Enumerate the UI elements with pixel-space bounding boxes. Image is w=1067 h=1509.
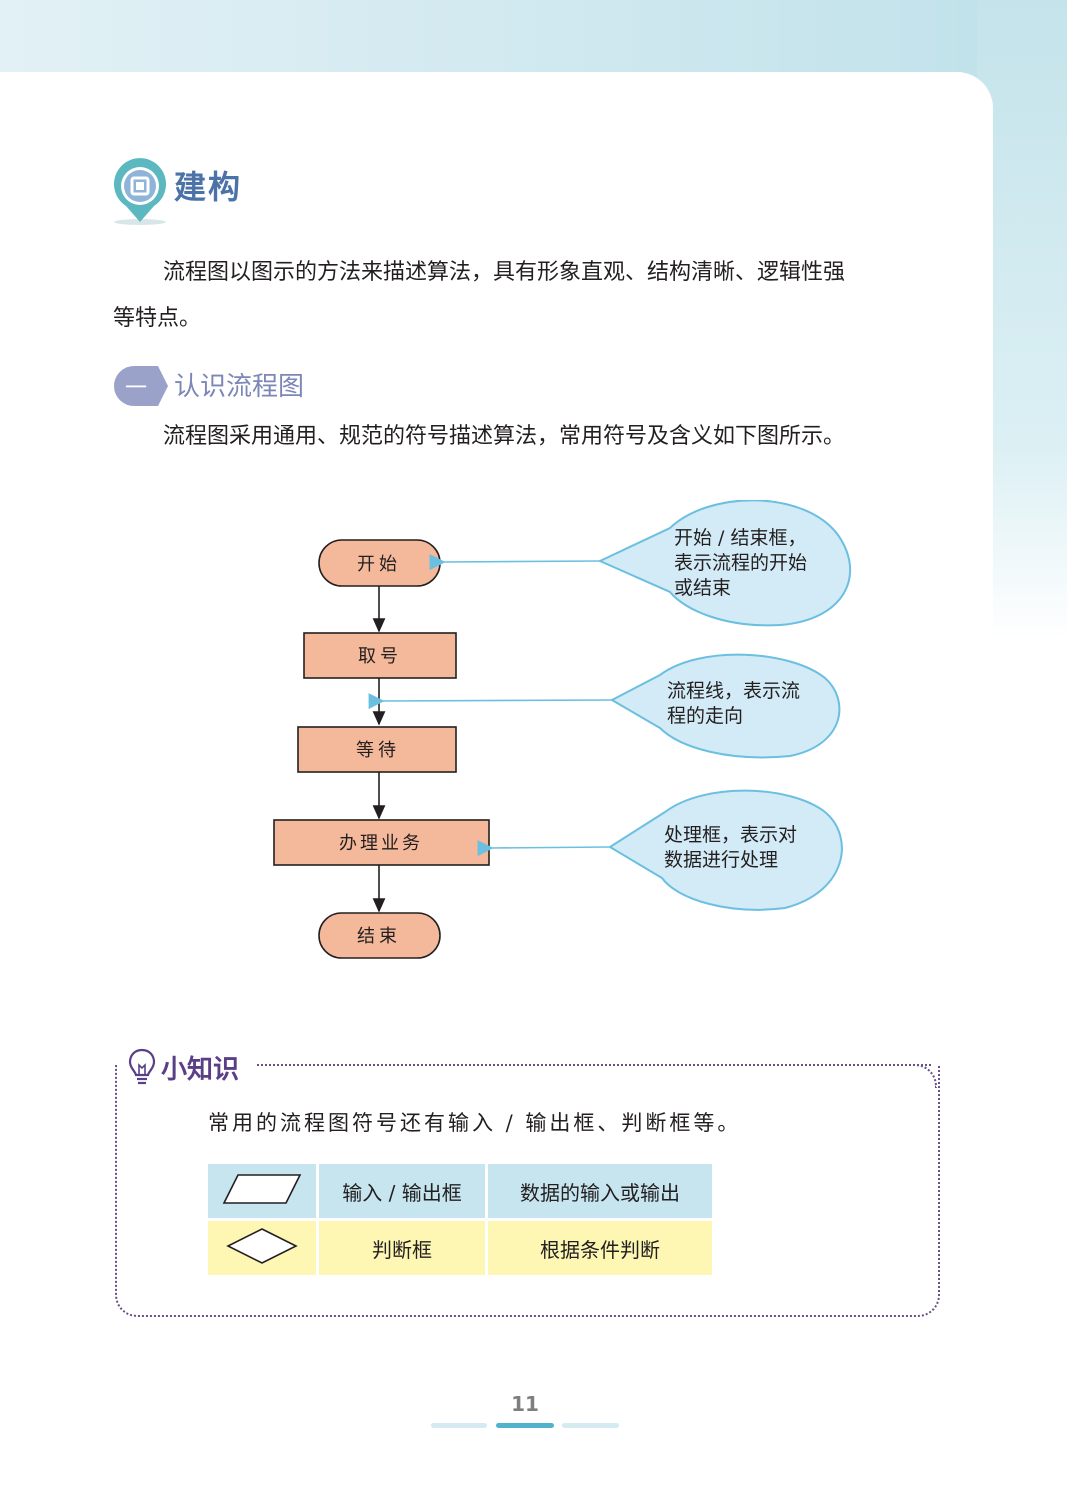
page-bar-right bbox=[562, 1423, 619, 1428]
intro-line-1: 流程图以图示的方法来描述算法，具有形象直观、结构清晰、逻辑性强 bbox=[163, 260, 846, 285]
section-number: 一 bbox=[125, 376, 147, 401]
tip-title: 小知识 bbox=[161, 1055, 240, 1085]
table-row: 判断框 根据条件判断 bbox=[208, 1218, 712, 1275]
node-take-number: 取号 bbox=[303, 632, 457, 679]
node-label: 取号 bbox=[358, 646, 402, 667]
subsection-title: 认识流程图 bbox=[174, 372, 305, 402]
callout-line: 数据进行处理 bbox=[664, 849, 778, 871]
node-label: 等待 bbox=[356, 740, 400, 761]
decision-symbol-cell bbox=[208, 1218, 318, 1275]
page-bar-left bbox=[431, 1423, 487, 1428]
section-title: 建构 bbox=[174, 168, 243, 206]
tip-heading: 小知识 bbox=[127, 1047, 239, 1087]
tip-text: 常用的流程图符号还有输入 / 输出框、判断框等。 bbox=[208, 1111, 742, 1135]
tip-box bbox=[115, 1065, 940, 1317]
table-row: 输入 / 输出框 数据的输入或输出 bbox=[208, 1164, 712, 1220]
flowchart-diagram: 开始 取号 等待 办理业务 结束 开始 / 结束框， 表示流程的开始 或结束 流… bbox=[273, 500, 852, 959]
header-band bbox=[0, 0, 1067, 80]
decision-name: 判断框 bbox=[316, 1218, 487, 1275]
symbol-table: 输入 / 输出框 数据的输入或输出 判断框 根据条件判断 bbox=[208, 1164, 712, 1275]
callout-pointer bbox=[429, 554, 601, 571]
node-label: 办理业务 bbox=[339, 833, 423, 854]
parallelogram-icon bbox=[222, 1173, 302, 1204]
node-end: 结束 bbox=[318, 912, 441, 959]
io-symbol-cell bbox=[208, 1164, 318, 1220]
callout-line: 流程线，表示流 bbox=[667, 680, 800, 702]
diamond-icon bbox=[226, 1227, 298, 1264]
node-label: 开始 bbox=[357, 554, 401, 575]
io-name: 输入 / 输出框 bbox=[316, 1164, 487, 1220]
callout-line: 开始 / 结束框， bbox=[674, 527, 806, 549]
io-meaning: 数据的输入或输出 bbox=[485, 1164, 712, 1220]
construct-icon bbox=[114, 158, 166, 225]
page-bar-center bbox=[496, 1423, 554, 1428]
callout-line: 或结束 bbox=[674, 577, 731, 599]
callout-flowline: 流程线，表示流 程的走向 bbox=[609, 653, 841, 759]
subsection-heading: 一 认识流程图 bbox=[112, 364, 304, 408]
node-wait: 等待 bbox=[297, 726, 457, 773]
callout-line: 处理框，表示对 bbox=[664, 824, 797, 846]
node-handle-business: 办理业务 bbox=[273, 819, 490, 866]
tip-top-border bbox=[257, 1064, 931, 1066]
node-start: 开始 bbox=[318, 539, 441, 587]
callout-pointer bbox=[368, 693, 613, 710]
page-number: 11 bbox=[511, 1392, 539, 1416]
decision-meaning: 根据条件判断 bbox=[485, 1218, 712, 1275]
callout-process: 处理框，表示对 数据进行处理 bbox=[608, 789, 843, 911]
callout-line: 表示流程的开始 bbox=[674, 552, 807, 574]
lightbulb-icon bbox=[128, 1048, 156, 1085]
intro-line-2: 等特点。 bbox=[113, 306, 202, 331]
subsection-text: 流程图采用通用、规范的符号描述算法，常用符号及含义如下图所示。 bbox=[163, 424, 846, 449]
callout-terminal: 开始 / 结束框， 表示流程的开始 或结束 bbox=[597, 500, 852, 627]
callout-pointer bbox=[477, 840, 611, 857]
section-number-badge: 一 bbox=[114, 366, 168, 406]
callout-line: 程的走向 bbox=[667, 705, 743, 727]
node-label: 结束 bbox=[357, 926, 401, 947]
